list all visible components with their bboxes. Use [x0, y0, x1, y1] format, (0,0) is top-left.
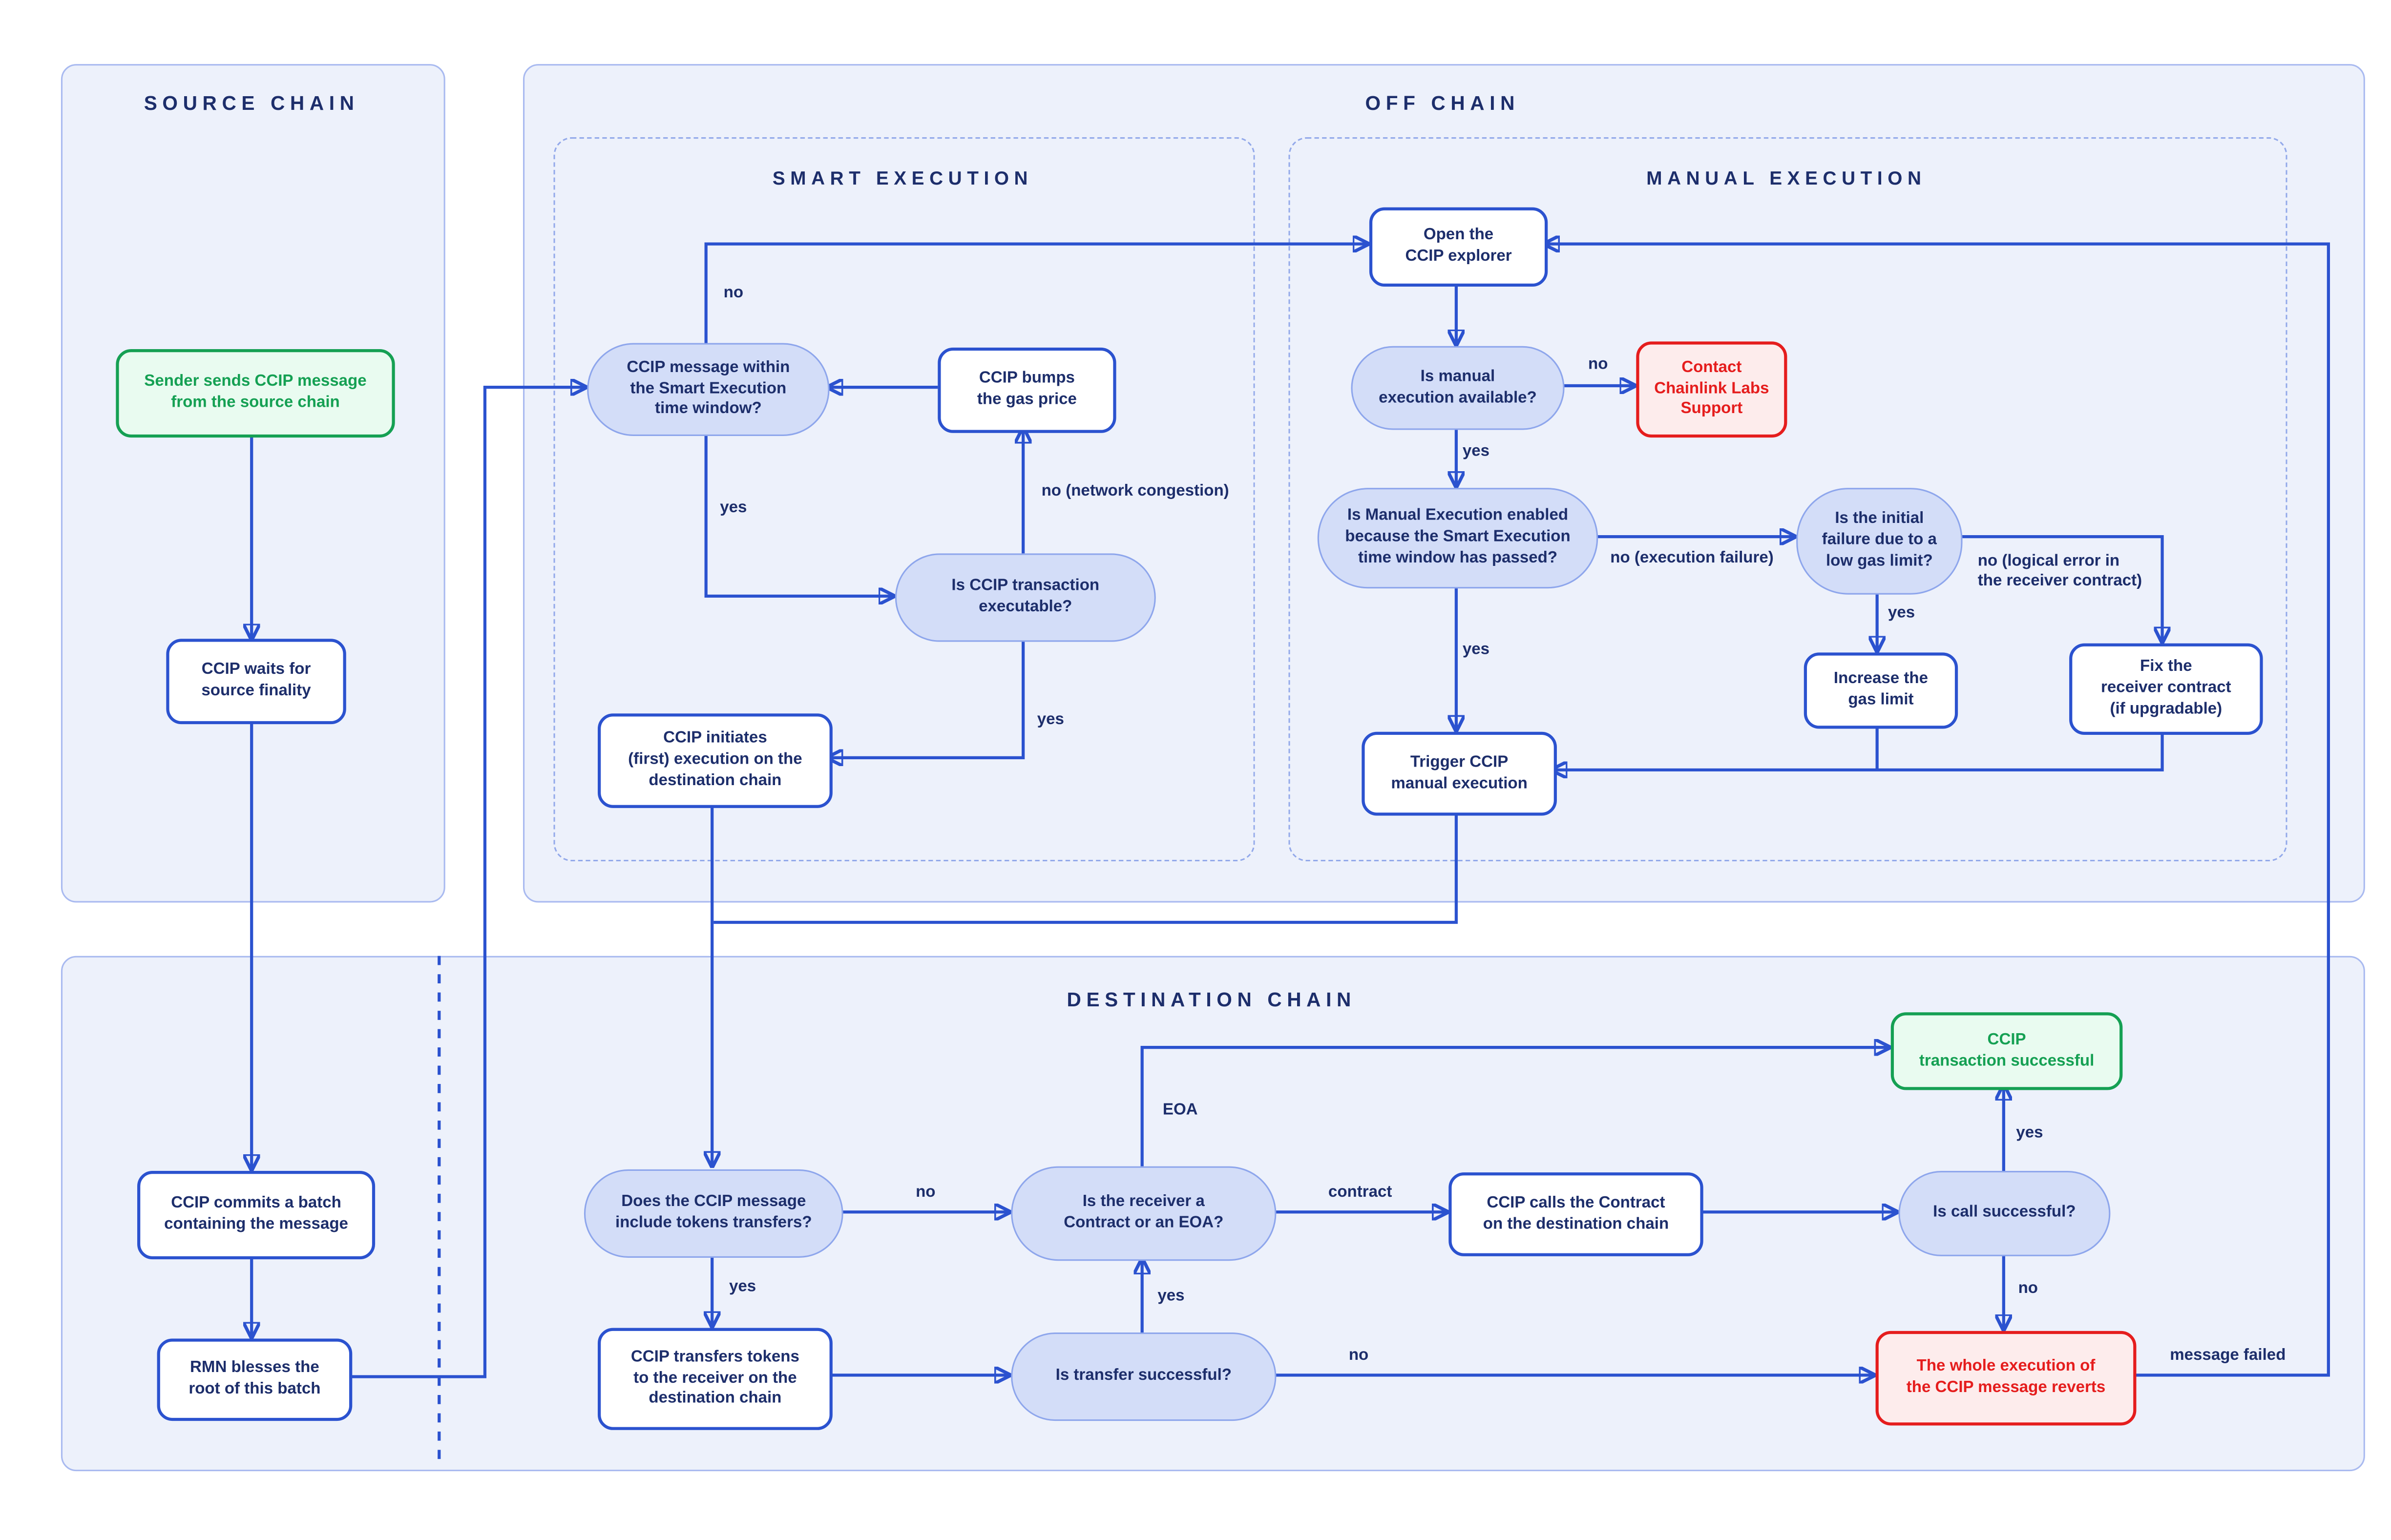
off-chain-title: OFF CHAIN [1365, 91, 1520, 115]
node-trigger-manual-execution: Trigger CCIP manual execution [1362, 731, 1557, 816]
manual-execution-title: MANUAL EXECUTION [1646, 167, 1927, 189]
edge-label-logical-error: no (logical error in the receiver contra… [1977, 552, 2142, 591]
edge-label-available-yes: yes [1462, 442, 1490, 460]
node-increase-gas-limit: Increase the gas limit [1804, 652, 1958, 729]
decision-transfer-successful: Is transfer successful? [1011, 1332, 1277, 1421]
edge-label-lowgas-yes: yes [1888, 604, 1915, 622]
decision-call-successful: Is call successful? [1898, 1171, 2111, 1256]
edge-label-available-no: no [1588, 355, 1608, 374]
node-open-ccip-explorer: Open the CCIP explorer [1369, 207, 1548, 287]
decision-transaction-executable: Is CCIP transaction executable? [895, 553, 1156, 642]
edge-label-transfer-no: no [1348, 1346, 1369, 1365]
node-ccip-initiates-execution: CCIP initiates (first) execution on the … [597, 713, 833, 808]
source-chain-title: SOURCE CHAIN [144, 91, 359, 115]
edge-label-call-yes: yes [2016, 1124, 2043, 1142]
decision-initial-failure-low-gas: Is the initial failure due to a low gas … [1796, 488, 1963, 595]
node-contact-chainlink-support: Contact Chainlink Labs Support [1636, 341, 1787, 438]
node-execution-reverts: The whole execution of the CCIP message … [1875, 1331, 2137, 1426]
node-transaction-successful: CCIP transaction successful [1890, 1012, 2123, 1090]
edge-label-call-no: no [2018, 1279, 2038, 1298]
node-ccip-waits-finality: CCIP waits for source finality [166, 639, 346, 725]
edge-label-message-failed: message failed [2170, 1346, 2286, 1365]
node-ccip-commits-batch: CCIP commits a batch containing the mess… [137, 1171, 376, 1260]
edge-label-within-yes: yes [720, 499, 747, 517]
edge-label-network-congestion: no (network congestion) [1041, 481, 1229, 500]
edge-label-tokens-yes: yes [729, 1277, 756, 1296]
decision-receiver-contract-or-eoa: Is the receiver a Contract or an EOA? [1011, 1166, 1277, 1261]
edge-label-tokens-no: no [916, 1183, 936, 1202]
edge-label-execution-failure: no (execution failure) [1610, 549, 1774, 567]
edge-label-eoa: EOA [1162, 1101, 1198, 1119]
destination-chain-title: DESTINATION CHAIN [1067, 988, 1356, 1011]
node-ccip-bumps-gas: CCIP bumps the gas price [938, 347, 1116, 433]
node-sender-sends-message: Sender sends CCIP message from the sourc… [116, 349, 395, 438]
node-ccip-transfers-tokens: CCIP transfers tokens to the receiver on… [597, 1328, 833, 1430]
smart-execution-title: SMART EXECUTION [772, 167, 1033, 189]
node-fix-receiver-contract: Fix the receiver contract (if upgradable… [2069, 643, 2263, 735]
decision-manual-execution-available: Is manual execution available? [1351, 346, 1565, 430]
panel-source-chain [61, 64, 445, 903]
node-ccip-calls-contract: CCIP calls the Contract on the destinati… [1448, 1172, 1703, 1256]
edge-label-executable-yes: yes [1037, 710, 1064, 729]
decision-includes-token-transfers: Does the CCIP message include tokens tra… [584, 1169, 843, 1258]
node-rmn-blesses-root: RMN blesses the root of this batch [157, 1338, 353, 1421]
decision-within-smart-window: CCIP message within the Smart Execution … [587, 343, 830, 437]
edge-label-contract: contract [1328, 1183, 1392, 1202]
edge-label-transfer-yes: yes [1157, 1287, 1185, 1305]
edge-label-smart-no: no [723, 283, 744, 302]
decision-manual-execution-enabled: Is Manual Execution enabled because the … [1317, 488, 1598, 589]
edge-label-enabled-yes: yes [1462, 640, 1490, 659]
